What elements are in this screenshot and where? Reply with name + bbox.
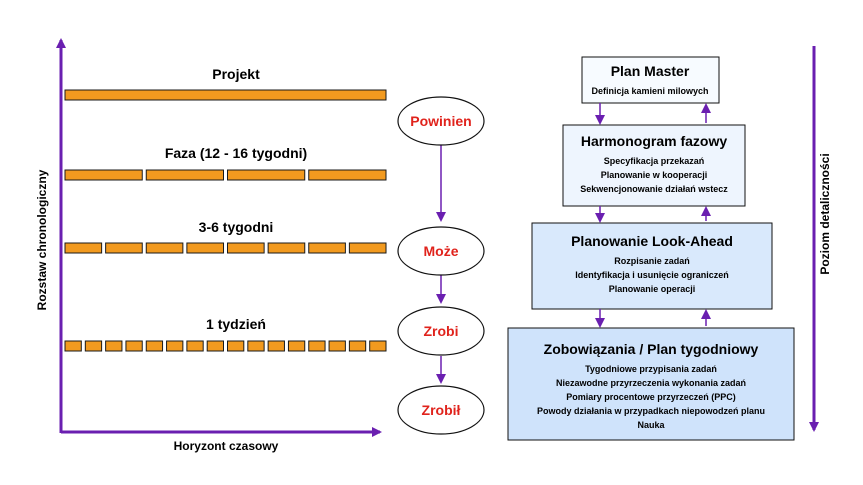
bar-segment-row-4-9	[227, 340, 245, 352]
box-plan-master-line-1: Definicja kamieni milowych	[591, 86, 708, 96]
bar-segment-row-4-3	[105, 340, 123, 352]
bar-segment-row-4-13	[308, 340, 326, 352]
bar-segment-row-4-1	[64, 340, 82, 352]
stage-ellipse	[397, 226, 485, 276]
box-look-ahead-line-2: Identyfikacja i usunięcie ograniczeń	[575, 270, 729, 280]
box-look-ahead-title: Planowanie Look-Ahead	[571, 233, 733, 249]
box-look-ahead-line-3: Planowanie operacji	[609, 284, 696, 294]
bar-segment-row-4-8	[206, 340, 225, 352]
stage-ellipse	[397, 96, 485, 146]
box-connector-arrows	[595, 103, 711, 328]
stage-zrobil: Zrobił	[397, 385, 485, 435]
bar-segment-row-3-4	[186, 242, 225, 254]
bar-segment-row-4-6	[166, 340, 184, 352]
row-label-projekt: Projekt	[212, 66, 260, 82]
bar-segment-row-3-3	[145, 242, 184, 254]
timeline-bars	[64, 89, 387, 352]
box-harmonogram-line-3: Sekwencjonowanie działań wstecz	[580, 184, 728, 194]
stage-label-moze: Może	[424, 243, 459, 259]
box-plan-master-title: Plan Master	[611, 63, 690, 79]
bar-segment-row-2-3	[227, 169, 306, 181]
box-harmonogram-fazowy: Harmonogram fazowy Specyfikacja przekaza…	[562, 124, 746, 207]
stage-powinien: Powinien	[397, 96, 485, 146]
left-axes: Rozstaw chronologiczny Horyzont czasowy	[35, 38, 382, 453]
stage-label-zrobi: Zrobi	[424, 323, 459, 339]
bar-segment-row-3-1	[64, 242, 103, 254]
box-harmonogram-line-2: Planowanie w kooperacji	[601, 170, 708, 180]
bar-segment-row-3-5	[227, 242, 265, 254]
bar-segment-row-4-11	[267, 340, 285, 352]
bar-segment-row-2-1	[64, 169, 143, 181]
bar-segment-row-4-16	[369, 340, 387, 352]
box-look-ahead: Planowanie Look-Ahead Rozpisanie zadań I…	[531, 222, 773, 310]
stage-zrobi: Zrobi	[397, 306, 485, 356]
stage-ellipse	[397, 306, 485, 356]
box-plan-tygodniowy-frame	[507, 327, 795, 441]
bar-segment-row-4-10	[247, 340, 265, 352]
bar-segment-row-3-6	[267, 242, 306, 254]
bar-segment-row-4-15	[348, 340, 367, 352]
box-harmonogram-line-1: Specyfikacja przekazań	[604, 156, 705, 166]
row-label-faza: Faza (12 - 16 tygodni)	[165, 145, 307, 161]
box-plan-tygodniowy-line-2: Niezawodne przyrzeczenia wykonania zadań	[556, 378, 746, 388]
stage-label-powinien: Powinien	[410, 113, 471, 129]
x-axis-label: Horyzont czasowy	[174, 439, 279, 453]
bar-segment-row-2-4	[308, 169, 387, 181]
bar-segment-row-4-5	[145, 340, 164, 352]
box-plan-tygodniowy-line-3: Pomiary procentowe przyrzeczeń (PPC)	[566, 392, 736, 402]
stage-moze: Może	[397, 226, 485, 276]
bar-segment-row-4-12	[287, 340, 306, 352]
detail-axis-label: Poziom detaliczności	[818, 153, 832, 274]
y-axis-label: Rozstaw chronologiczny	[35, 169, 49, 310]
box-plan-tygodniowy: Zobowiązania / Plan tygodniowy Tygodniow…	[507, 327, 795, 441]
bar-segment-row-4-7	[186, 340, 204, 352]
bar-segment-row-4-2	[84, 340, 103, 352]
bar-segment-row-2-2	[145, 169, 224, 181]
bar-segment-row-3-2	[105, 242, 143, 254]
box-plan-master-frame	[581, 56, 720, 104]
stage-ellipse	[397, 385, 485, 435]
bar-segment-row-3-7	[308, 242, 346, 254]
bar-segment-row-4-4	[125, 340, 143, 352]
row-label-1-tydzien: 1 tydzień	[206, 316, 266, 332]
box-harmonogram-frame	[562, 124, 746, 207]
box-plan-tygodniowy-line-1: Tygodniowe przypisania zadań	[585, 364, 717, 374]
box-plan-master: Plan Master Definicja kamieni milowych	[581, 56, 720, 104]
stage-label-zrobil: Zrobił	[422, 402, 461, 418]
bar-segment-row-4-14	[328, 340, 346, 352]
box-harmonogram-title: Harmonogram fazowy	[581, 133, 727, 149]
bar-segment-row-1-1	[64, 89, 387, 101]
box-plan-tygodniowy-line-4: Powody działania w przypadkach niepowodz…	[537, 406, 765, 416]
box-look-ahead-frame	[531, 222, 773, 310]
row-label-3-6-tygodni: 3-6 tygodni	[199, 219, 274, 235]
box-look-ahead-line-1: Rozpisanie zadań	[614, 256, 690, 266]
box-plan-tygodniowy-line-5: Nauka	[637, 420, 665, 430]
box-plan-tygodniowy-title: Zobowiązania / Plan tygodniowy	[544, 341, 759, 357]
bar-segment-row-3-8	[348, 242, 387, 254]
right-axis: Poziom detaliczności	[809, 46, 832, 432]
